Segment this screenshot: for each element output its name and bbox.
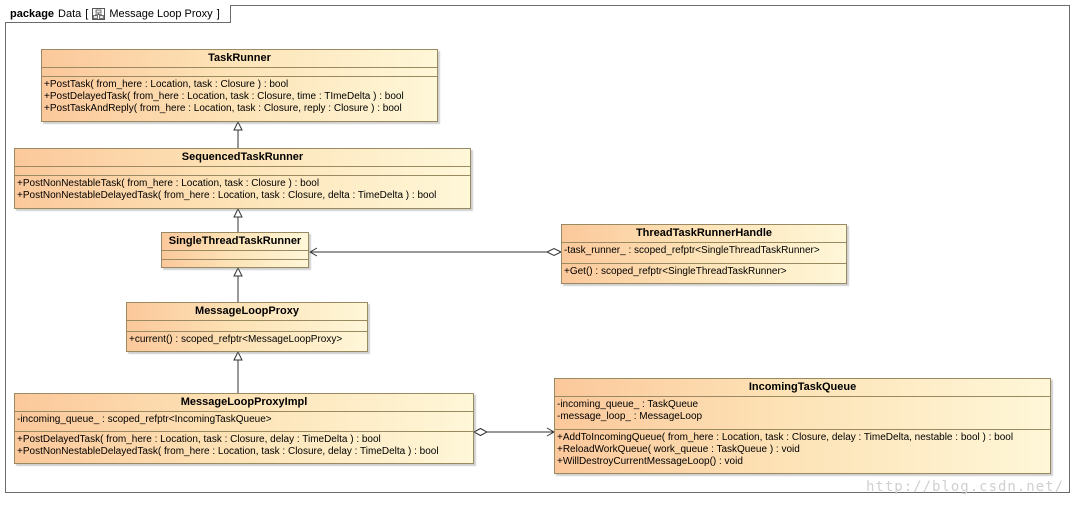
class-name: MessageLoopProxyImpl [15, 394, 473, 412]
attribute: -incoming_queue_ : TaskQueue [557, 399, 699, 410]
attribute-compartment: -incoming_queue_ : TaskQueue -message_lo… [555, 397, 1050, 430]
generalization-singlethread-to-sequenced [233, 207, 243, 232]
class-name: SingleThreadTaskRunner [162, 233, 308, 251]
package-name: Data [58, 7, 82, 20]
attribute-compartment: -task_runner_ : scoped_refptr<SingleThre… [562, 243, 846, 264]
operation: +current() : scoped_refptr<MessageLoopPr… [129, 334, 343, 345]
attribute: -task_runner_ : scoped_refptr<SingleThre… [564, 245, 820, 256]
package-keyword: package [10, 7, 55, 20]
operation: +PostTask( from_here : Location, task : … [44, 79, 289, 90]
aggregation-handle-to-singlethread [308, 247, 563, 257]
generalization-messageloopproxy-to-singlethread [233, 266, 243, 302]
class-name: ThreadTaskRunnerHandle [562, 225, 846, 243]
operation: +PostNonNestableTask( from_here : Locati… [17, 178, 320, 189]
attribute: -incoming_queue_ : scoped_refptr<Incomin… [17, 414, 272, 425]
generalization-impl-to-messageloopproxy [233, 350, 243, 393]
operation-compartment: +PostNonNestableTask( from_here : Locati… [15, 176, 470, 204]
operation-compartment: +Get() : scoped_refptr<SingleThreadTaskR… [562, 264, 846, 280]
attribute: -message_loop_ : MessageLoop [557, 411, 703, 422]
operation: +PostNonNestableDelayedTask( from_here :… [17, 190, 437, 201]
generalization-sequenced-to-taskrunner [233, 120, 243, 148]
operation: +WillDestroyCurrentMessageLoop() : void [557, 456, 743, 467]
operation: +PostNonNestableDelayedTask( from_here :… [17, 446, 439, 457]
class-taskrunner[interactable]: TaskRunner +PostTask( from_here : Locati… [41, 49, 438, 122]
class-name: MessageLoopProxy [127, 303, 367, 321]
package-tab: package Data [ Message Loop Proxy ] [5, 5, 231, 23]
class-singlethreadtaskrunner[interactable]: SingleThreadTaskRunner [161, 232, 309, 268]
class-messageloopproxy[interactable]: MessageLoopProxy +current() : scoped_ref… [126, 302, 368, 352]
operation-compartment: +AddToIncomingQueue( from_here : Locatio… [555, 430, 1050, 470]
attribute-compartment [127, 321, 367, 332]
operation-compartment [162, 260, 308, 268]
aggregation-impl-to-incomingqueue [472, 427, 556, 437]
class-name: SequencedTaskRunner [15, 149, 470, 167]
class-messageloopproxyimpl[interactable]: MessageLoopProxyImpl -incoming_queue_ : … [14, 393, 474, 464]
operation-compartment: +PostDelayedTask( from_here : Location, … [15, 432, 473, 460]
class-incomingtaskqueue[interactable]: IncomingTaskQueue -incoming_queue_ : Tas… [554, 378, 1051, 474]
open-bracket: [ [85, 7, 89, 20]
watermark: http://blog.csdn.net/ [866, 479, 1065, 495]
class-diagram-icon [92, 7, 106, 20]
package-frame [5, 5, 1070, 493]
attribute-compartment: -incoming_queue_ : scoped_refptr<Incomin… [15, 412, 473, 432]
operation-compartment: +current() : scoped_refptr<MessageLoopPr… [127, 332, 367, 348]
attribute-compartment [15, 167, 470, 176]
operation: +AddToIncomingQueue( from_here : Locatio… [557, 432, 1014, 443]
class-name: IncomingTaskQueue [555, 379, 1050, 397]
class-name: TaskRunner [42, 50, 437, 68]
attribute-compartment [42, 68, 437, 77]
class-sequencedtaskrunner[interactable]: SequencedTaskRunner +PostNonNestableTask… [14, 148, 471, 209]
operation: +PostDelayedTask( from_here : Location, … [44, 91, 404, 102]
operation: +PostTaskAndReply( from_here : Location,… [44, 103, 402, 114]
operation: +ReloadWorkQueue( work_queue : TaskQueue… [557, 444, 800, 455]
operation: +Get() : scoped_refptr<SingleThreadTaskR… [564, 266, 787, 277]
diagram-name: Message Loop Proxy [109, 7, 213, 20]
class-threadtaskrunnerhandle[interactable]: ThreadTaskRunnerHandle -task_runner_ : s… [561, 224, 847, 284]
operation-compartment: +PostTask( from_here : Location, task : … [42, 77, 437, 117]
close-bracket: ] [216, 7, 220, 20]
attribute-compartment [162, 251, 308, 260]
operation: +PostDelayedTask( from_here : Location, … [17, 434, 381, 445]
